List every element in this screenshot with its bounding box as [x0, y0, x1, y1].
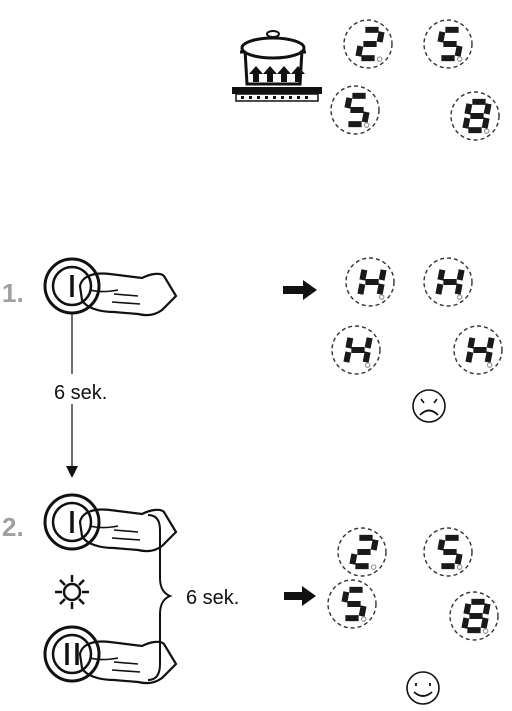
segment-b	[378, 269, 387, 281]
segment-f	[437, 539, 446, 551]
segment-e	[461, 617, 470, 629]
zone-ring	[345, 257, 395, 307]
seven-segment-digit	[345, 257, 395, 307]
decimal-dot	[376, 56, 383, 62]
segment-c	[484, 351, 493, 363]
power-button-icon	[43, 493, 101, 551]
step-number: 2.	[2, 512, 24, 542]
segment-e	[355, 45, 364, 57]
zone-ring	[331, 325, 381, 375]
decimal-dot	[483, 128, 490, 134]
decimal-dot	[378, 294, 385, 300]
decimal-dot	[360, 616, 367, 622]
pressing-hand-icon	[78, 272, 178, 317]
segment-c	[480, 617, 489, 629]
decimal-dot	[482, 628, 489, 634]
decimal-dot	[456, 294, 463, 300]
power-button-icon	[43, 257, 101, 315]
segment-b	[483, 103, 492, 115]
segment-c	[361, 111, 370, 123]
cooking-zone-displays	[327, 527, 499, 641]
cooking-zone-displays	[330, 19, 500, 141]
segment-f	[345, 337, 354, 349]
segment-f	[344, 97, 353, 109]
seven-segment-digit	[330, 85, 380, 135]
segment-b	[364, 337, 373, 349]
seven-segment-digit	[343, 19, 393, 69]
cooking-zone-displays	[331, 257, 503, 375]
segment-e	[343, 351, 352, 363]
segment-c	[362, 351, 371, 363]
segment-f	[437, 31, 446, 43]
zone-ring	[453, 325, 503, 375]
zone-ring	[330, 85, 380, 135]
segment-e	[357, 283, 366, 295]
zone-ring	[423, 19, 473, 69]
zone-ring	[423, 527, 473, 577]
right-arrow-icon	[283, 280, 317, 300]
segment-b	[482, 603, 491, 615]
seven-segment-digit	[423, 527, 473, 577]
zone-ring	[423, 257, 473, 307]
seven-segment-digit	[453, 325, 503, 375]
seven-segment-digit	[337, 527, 387, 577]
zone-ring	[327, 579, 377, 629]
segment-c	[358, 605, 367, 617]
seven-segment-digit	[423, 19, 473, 69]
seven-segment-digit	[327, 579, 377, 629]
segment-c	[481, 117, 490, 129]
segment-b	[486, 337, 495, 349]
segment-b	[456, 269, 465, 281]
decimal-dot	[363, 122, 370, 128]
segment-e	[435, 283, 444, 295]
right-arrow-icon	[284, 586, 316, 606]
segment-e	[465, 351, 474, 363]
pause-button-icon	[43, 625, 101, 683]
segment-c	[376, 283, 385, 295]
pot-on-hob-icon	[232, 30, 322, 102]
segment-f	[467, 337, 476, 349]
segment-b	[370, 539, 379, 551]
zone-ring	[449, 591, 499, 641]
segment-f	[463, 603, 472, 615]
segment-f	[359, 269, 368, 281]
step-number: 1.	[2, 278, 24, 308]
down-arrow-icon	[66, 314, 78, 478]
decimal-dot	[456, 56, 463, 62]
segment-f	[341, 591, 350, 603]
pressing-hand-icon	[78, 640, 178, 685]
segment-e	[349, 553, 358, 565]
segment-c	[454, 45, 463, 57]
zone-ring	[343, 19, 393, 69]
decimal-dot	[364, 362, 371, 368]
sad-face-icon	[412, 389, 446, 423]
duration-label: 6 sek.	[186, 587, 239, 609]
happy-face-icon	[406, 671, 440, 705]
pressing-hand-icon	[78, 508, 178, 553]
segment-f	[437, 269, 446, 281]
segment-c	[454, 283, 463, 295]
decimal-dot	[370, 564, 377, 570]
seven-segment-digit	[423, 257, 473, 307]
segment-e	[462, 117, 471, 129]
seven-segment-digit	[449, 591, 499, 641]
decimal-dot	[456, 564, 463, 570]
brace-icon	[147, 514, 173, 681]
zone-ring	[450, 91, 500, 141]
flashing-light-icon	[55, 575, 89, 609]
segment-f	[464, 103, 473, 115]
segment-b	[376, 31, 385, 43]
segment-c	[454, 553, 463, 565]
seven-segment-digit	[331, 325, 381, 375]
decimal-dot	[486, 362, 493, 368]
zone-ring	[337, 527, 387, 577]
seven-segment-digit	[450, 91, 500, 141]
duration-label: 6 sek.	[54, 382, 107, 404]
